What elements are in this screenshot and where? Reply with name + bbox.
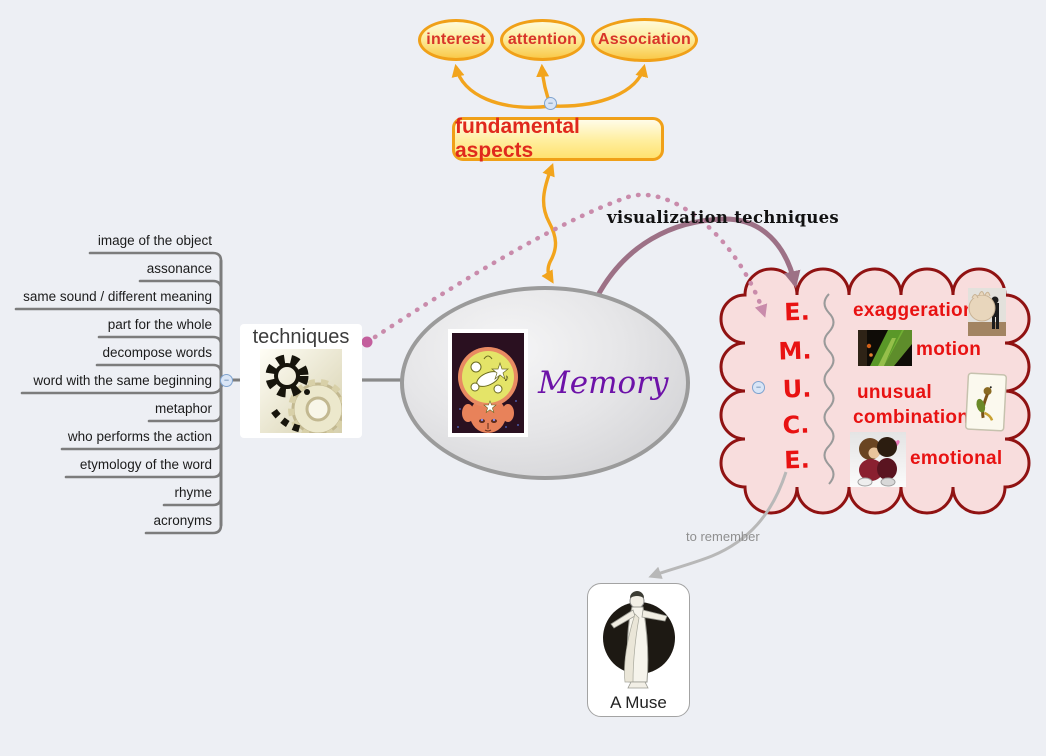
node-interest[interactable]: interest xyxy=(418,19,494,61)
node-fundamental-aspects-label: fundamental aspects xyxy=(455,115,580,162)
node-technique-item[interactable]: word with the same beginning xyxy=(33,373,212,388)
cloud-muse-connector xyxy=(648,471,788,579)
visualization-techniques-label[interactable]: visualization techniques xyxy=(607,208,840,227)
cloud-entry-label: combination xyxy=(853,407,970,428)
node-technique-item[interactable]: assonance xyxy=(146,261,212,276)
node-interest-label: interest xyxy=(426,31,486,48)
giant-hand-photo xyxy=(968,288,1006,336)
node-techniques-label: techniques xyxy=(252,326,350,348)
cloud-brace-squiggle xyxy=(823,293,835,485)
node-technique-item[interactable]: rhyme xyxy=(174,485,212,500)
node-fundamental-aspects[interactable]: fundamental aspects xyxy=(452,115,664,162)
node-association[interactable]: Association xyxy=(591,18,698,62)
cloud-entry-label: emotional xyxy=(910,448,1003,469)
brain-head-illustration: ♪ xyxy=(448,329,528,437)
node-technique-item[interactable]: who performs the action xyxy=(67,429,212,444)
cloud-letter: E. xyxy=(783,445,811,475)
node-technique-item[interactable]: part for the whole xyxy=(107,317,212,332)
collapse-icon[interactable]: − xyxy=(544,97,557,110)
collapse-icon[interactable]: − xyxy=(220,374,233,387)
node-techniques[interactable]: techniques xyxy=(240,324,362,438)
cloud-letter: M. xyxy=(778,336,812,366)
node-technique-item[interactable]: etymology of the word xyxy=(79,457,212,472)
node-technique-item[interactable]: image of the object xyxy=(97,233,212,248)
node-technique-item[interactable]: same sound / different meaning xyxy=(23,289,212,304)
cartoon-couple-picture: ♥ xyxy=(850,432,906,487)
cloud-letter: U. xyxy=(782,374,812,404)
node-technique-item[interactable]: decompose words xyxy=(102,345,212,360)
connector-label-to-remember: to remember xyxy=(686,529,760,544)
node-technique-item[interactable]: acronyms xyxy=(153,513,212,528)
node-memory-label: Memory xyxy=(538,365,669,401)
cloud-letter: E. xyxy=(783,297,811,327)
gears-photo xyxy=(260,349,342,433)
cloud-entry-label: exaggeration xyxy=(853,300,975,321)
memory-fundamental-connector xyxy=(541,162,558,284)
train-window-photo xyxy=(858,330,912,366)
node-a-muse[interactable]: A Muse xyxy=(587,583,690,717)
memory-cloud-arrow xyxy=(594,216,801,299)
animal-card-drawing xyxy=(964,372,1008,432)
cloud-entry-label: motion xyxy=(916,339,982,360)
cloud-letter: C. xyxy=(782,410,810,440)
node-association-label: Association xyxy=(598,31,691,48)
node-technique-item[interactable]: metaphor xyxy=(154,401,212,416)
svg-text:♪: ♪ xyxy=(504,373,509,384)
muse-drawing xyxy=(602,591,675,689)
node-attention-label: attention xyxy=(507,31,578,48)
node-memory[interactable]: ♪ Memory xyxy=(400,286,690,480)
dotted-relation-start-dot xyxy=(361,336,373,348)
collapse-icon[interactable]: − xyxy=(752,381,765,394)
cloud-entry-label: unusual xyxy=(857,382,932,403)
node-attention[interactable]: attention xyxy=(500,19,585,61)
node-a-muse-label: A Muse xyxy=(610,693,667,712)
